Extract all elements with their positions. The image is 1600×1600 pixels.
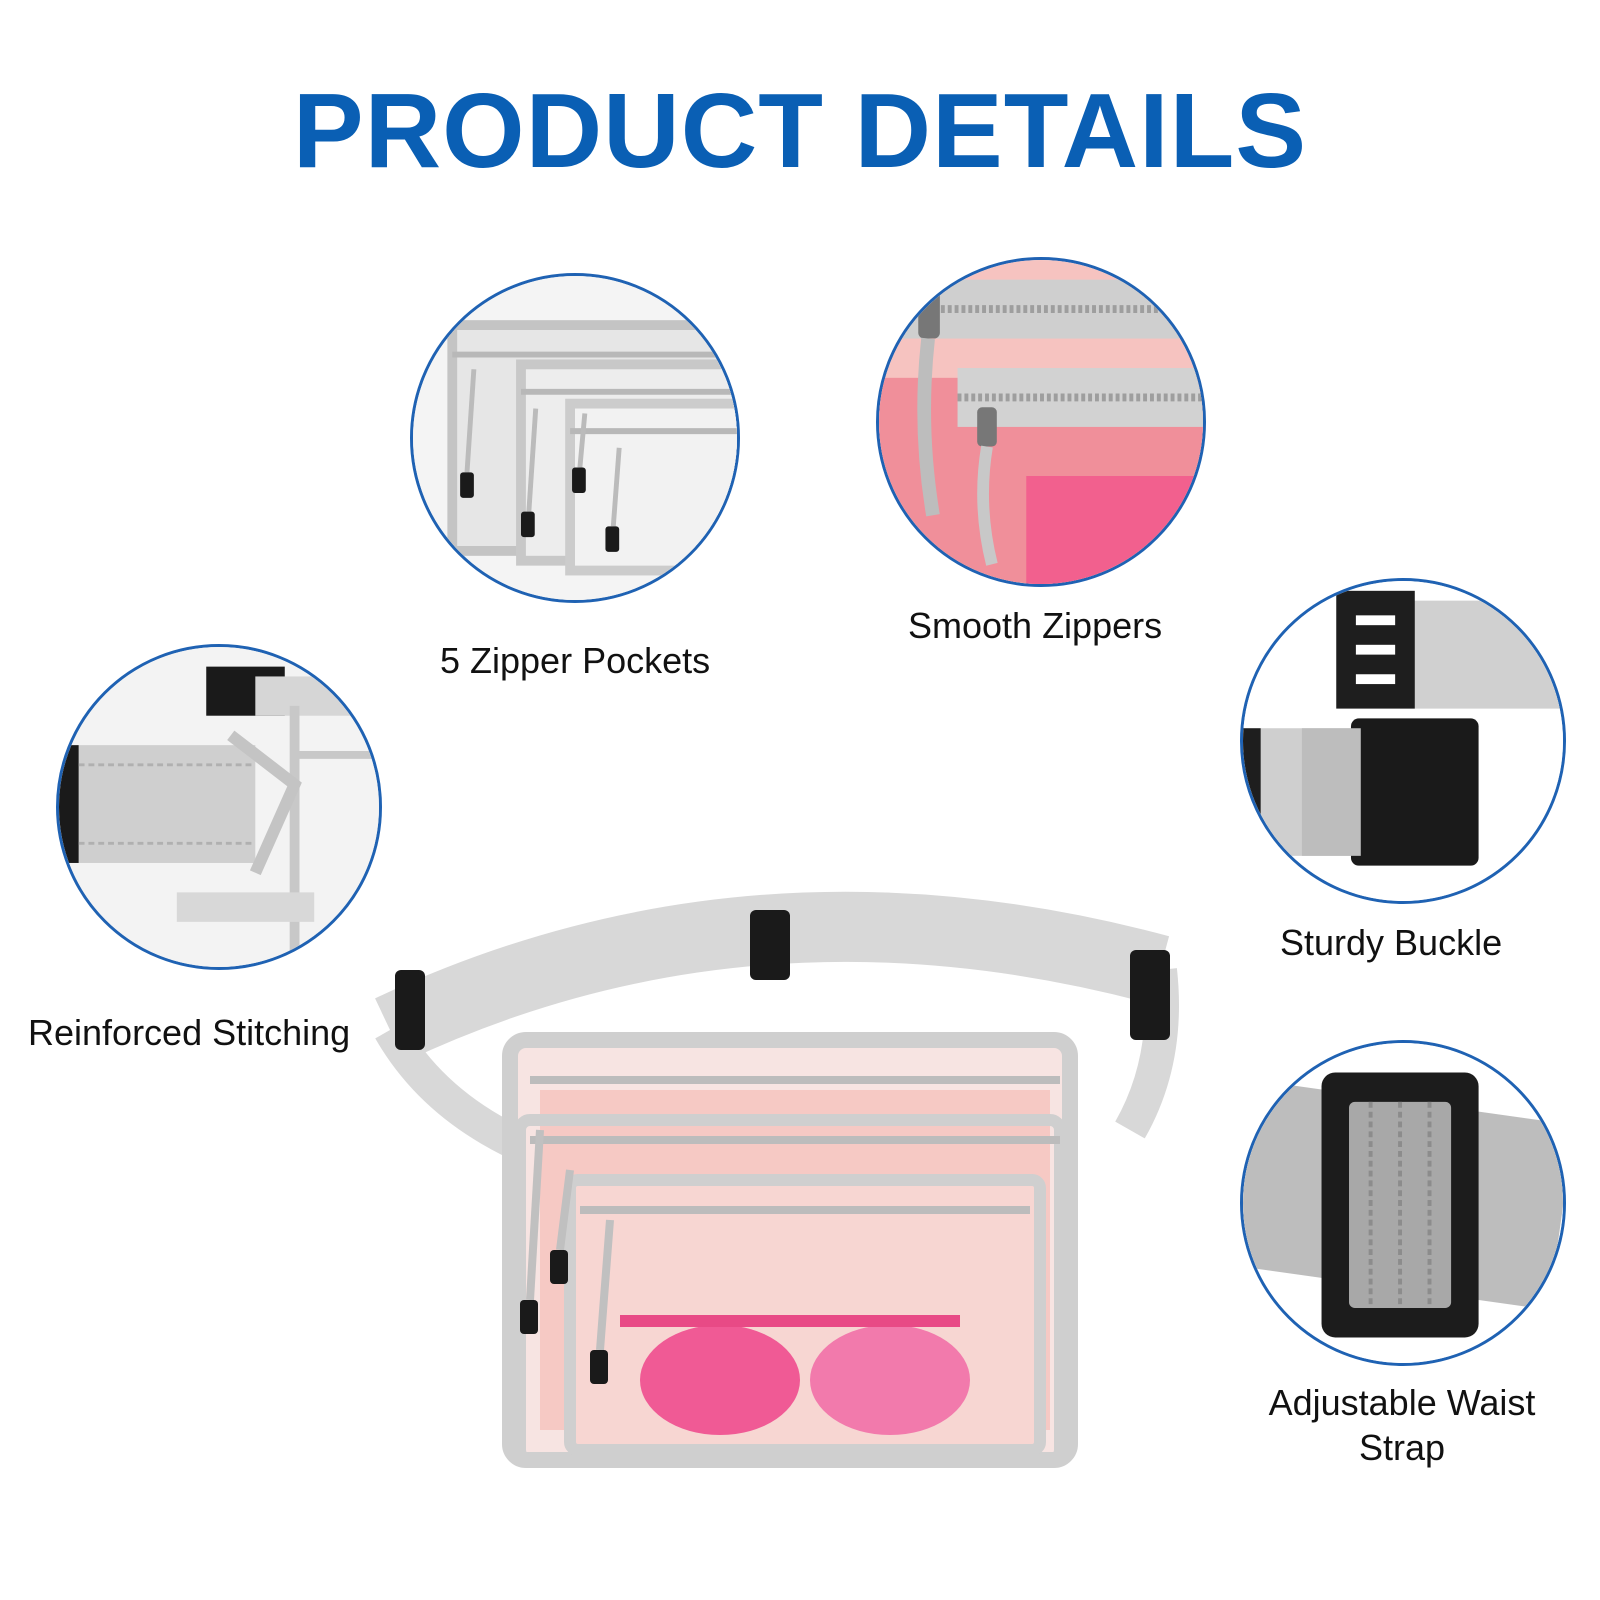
product-image-waist-bag — [370, 880, 1230, 1500]
feature-label-sturdy-buckle: Sturdy Buckle — [1280, 922, 1503, 963]
detail-image-reinforced-stitching — [56, 644, 382, 970]
feature-label-smooth-zippers: Smooth Zippers — [908, 605, 1163, 646]
detail-image-sturdy-buckle — [1240, 578, 1566, 904]
feature-label-reinforced-stitching: Reinforced Stitching — [28, 1012, 351, 1053]
detail-image-zipper-pockets — [410, 273, 740, 603]
feature-label-adjustable-waist-strap: Adjustable Waist Strap — [1268, 1382, 1536, 1468]
page-title: PRODUCT DETAILS — [292, 72, 1308, 190]
feature-label-zipper-pockets: 5 Zipper Pockets — [440, 640, 711, 681]
detail-image-adjustable-waist-strap — [1240, 1040, 1566, 1366]
detail-image-smooth-zippers — [876, 257, 1206, 587]
